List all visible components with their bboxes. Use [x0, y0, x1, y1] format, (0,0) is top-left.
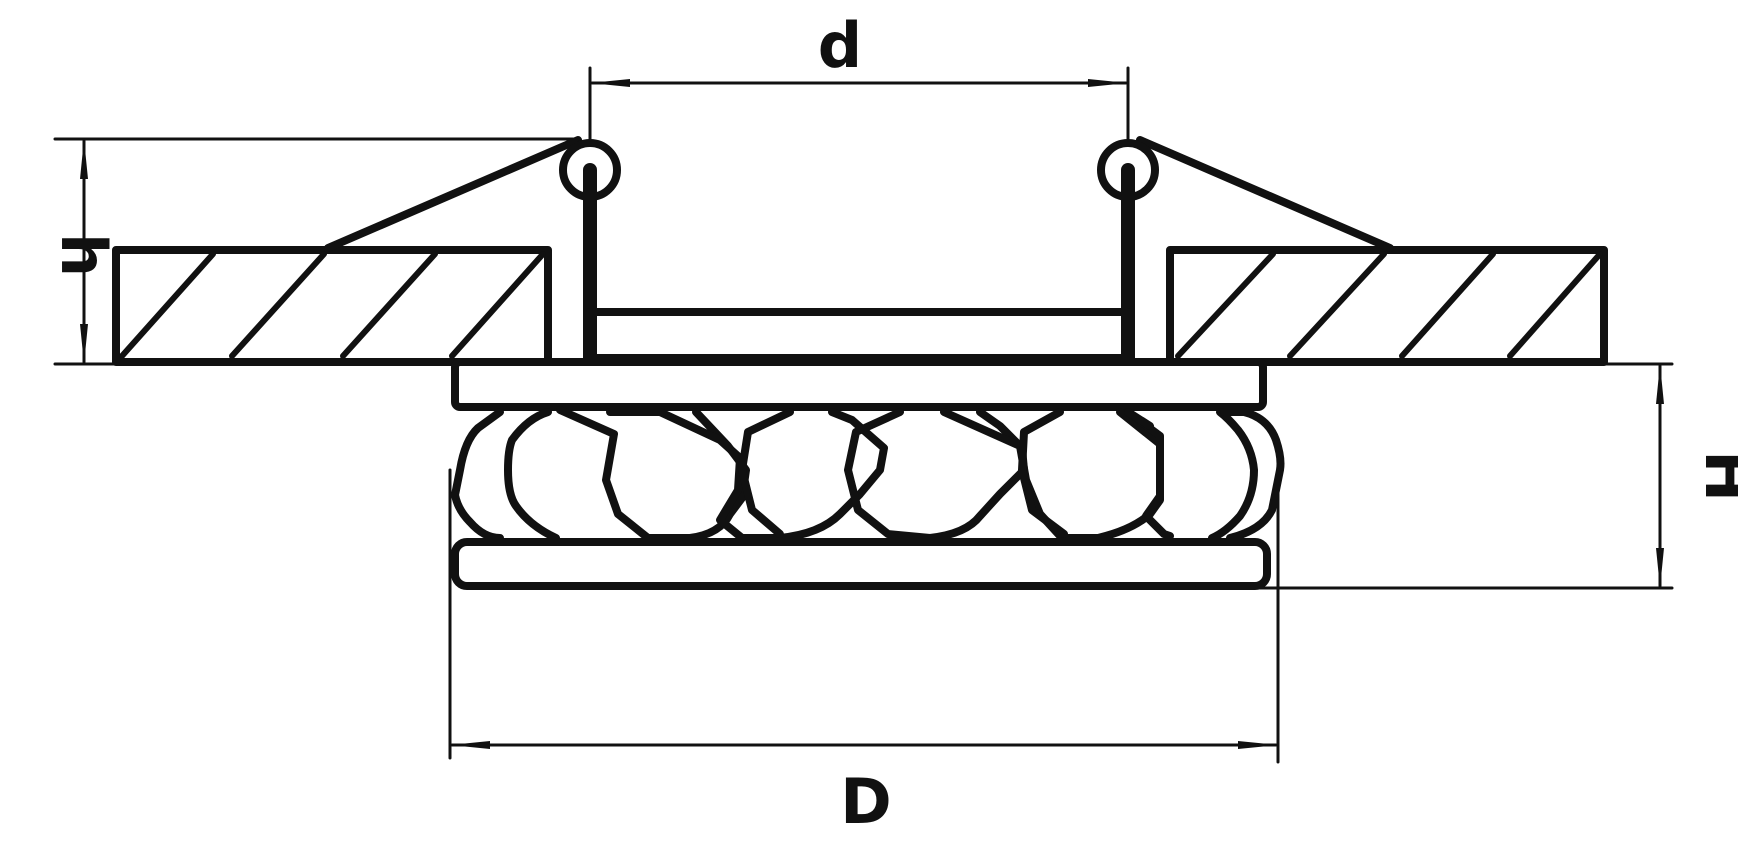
label-d: d — [818, 9, 862, 82]
dimension-d: d — [588, 9, 1130, 142]
dimension-H: H — [1194, 362, 1738, 590]
label-D: D — [840, 765, 891, 838]
fixture-housing — [451, 308, 1267, 411]
ceiling-panel-left — [112, 246, 552, 366]
dimension-D: D — [448, 468, 1280, 838]
bottom-ring — [451, 538, 1271, 590]
ceiling-panel-right — [1166, 246, 1608, 366]
dimension-h: h — [47, 137, 580, 366]
label-H: H — [1691, 450, 1738, 502]
label-h: h — [47, 233, 120, 277]
crystal-ring — [451, 406, 1285, 542]
